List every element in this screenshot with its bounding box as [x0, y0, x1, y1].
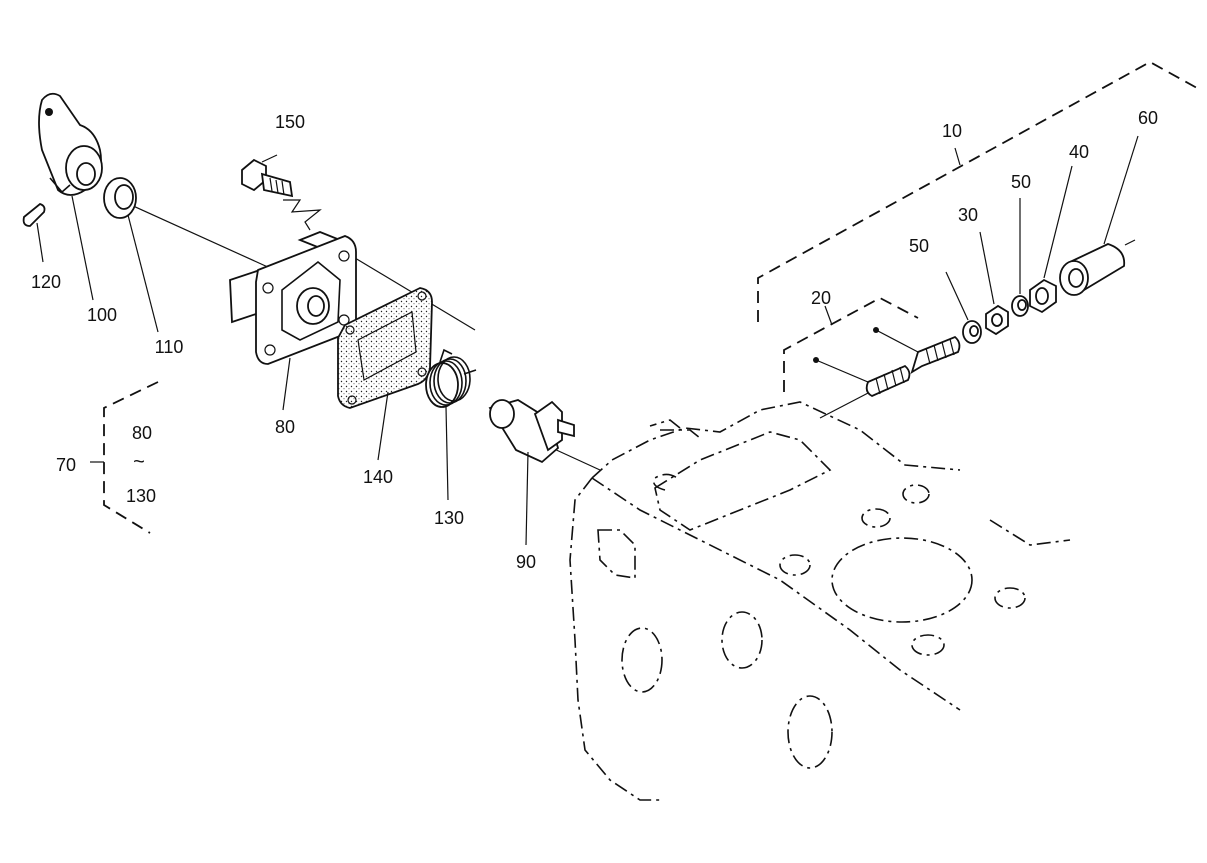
- label-50-a: 50: [909, 236, 929, 256]
- label-group-70-bottom: 130: [126, 486, 156, 506]
- label-130: 130: [434, 508, 464, 528]
- label-150: 150: [275, 112, 305, 132]
- label-group-70-top: 80: [132, 423, 152, 443]
- engine-block: [569, 401, 1071, 801]
- label-50-b: 50: [1011, 172, 1031, 192]
- label-140: 140: [363, 467, 393, 487]
- label-30: 30: [958, 205, 978, 225]
- label-group-70-tilde: ~: [133, 451, 145, 473]
- part-80-housing: [229, 231, 357, 411]
- part-140-gasket: [337, 287, 433, 461]
- part-110-bushing: [103, 177, 159, 333]
- label-110: 110: [155, 337, 184, 357]
- part-150-bolt: [241, 154, 294, 198]
- assembly-lines: [119, 199, 1136, 471]
- bracket-10: [757, 60, 1198, 322]
- part-50a-washer: [945, 271, 982, 344]
- label-20: 20: [811, 288, 831, 308]
- label-60: 60: [1138, 108, 1158, 128]
- part-90-shaft: [488, 399, 575, 546]
- part-40-nut: [1029, 165, 1073, 314]
- label-120: 120: [31, 272, 61, 292]
- leader-10: [954, 147, 961, 166]
- part-120-pin: [22, 202, 46, 263]
- label-80: 80: [275, 417, 295, 437]
- label-90: 90: [516, 552, 536, 572]
- part-130-spring: [425, 348, 477, 501]
- part-60-sleeve: [1059, 135, 1139, 296]
- part-30-nut: [979, 231, 1009, 336]
- label-100: 100: [87, 305, 117, 325]
- label-10: 10: [942, 121, 962, 141]
- part-100-lever: [38, 92, 103, 301]
- part-20-spring-small: [813, 357, 911, 397]
- label-40: 40: [1069, 142, 1089, 162]
- leader-20: [824, 305, 833, 326]
- label-70: 70: [56, 455, 76, 475]
- bracket-70: [103, 381, 159, 534]
- part-20-spring-large: [873, 327, 961, 374]
- part-50b-washer: [1011, 198, 1029, 317]
